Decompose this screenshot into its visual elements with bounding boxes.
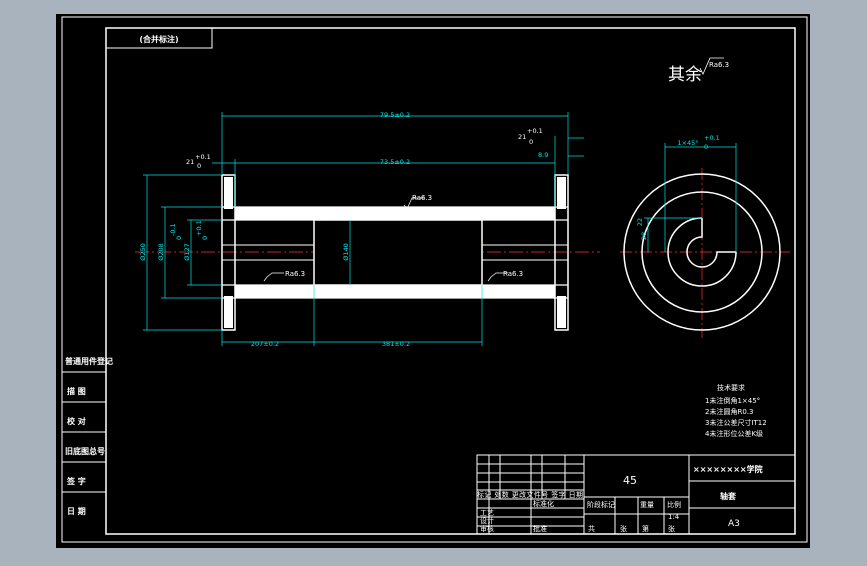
dim-flange-right-tol-upper: +0.1	[527, 127, 543, 135]
stamp-label: 普通用件登记	[65, 356, 113, 366]
tech-item: 3未注公差尺寸IT12	[705, 418, 767, 427]
tech-item: 2未注圆角R0.3	[705, 407, 753, 416]
side-chamfer: 1×45°	[677, 139, 698, 147]
dim-center-diameter: Ø140	[342, 243, 350, 261]
dim-total-length: 79.5±0.2	[380, 111, 410, 119]
outer-border	[61, 16, 808, 543]
tech-item: 4未注形位公差K级	[705, 429, 763, 438]
stamp-label: 校 对	[67, 416, 86, 426]
stamp-label: 签 字	[66, 476, 86, 486]
tech-requirements: 技术要求 1未注倒角1×45° 2未注圆角R0.3 3未注公差尺寸IT12 4未…	[705, 383, 767, 438]
title-bottom-label: 张	[620, 524, 627, 533]
roughness-top-symbol	[403, 197, 424, 210]
stamp-label: 旧底图总号	[65, 446, 105, 456]
side-outer-circle	[623, 173, 781, 331]
side-flange-circle	[641, 191, 763, 313]
center-cavity	[313, 219, 483, 286]
stamp-label: 描 图	[67, 386, 86, 396]
rough-bottom-right: Ra6.3	[503, 270, 523, 278]
roughness-symbol	[699, 57, 724, 75]
dim-left-segment: 207±0.2	[251, 340, 279, 348]
left-flange-section-top	[224, 177, 233, 209]
tech-title: 技术要求	[717, 383, 745, 392]
title-row-label: 审核	[480, 524, 494, 533]
side-chamfer-tol-upper: +0.1	[704, 134, 720, 142]
title-header-row: 标记 处数 更改文件号 签字 日期	[477, 490, 583, 499]
title-scale: 1:4	[668, 513, 680, 521]
rough-top: Ra6.3	[412, 194, 432, 202]
roughness-br-symbol	[487, 272, 508, 282]
stamp-label: 日 期	[67, 506, 86, 516]
title-stage-label: 阶段标记	[587, 500, 615, 509]
corner-tag-box	[105, 27, 213, 49]
top-wall-section	[235, 207, 555, 220]
side-view: 1×45° +0.1 0 22 28	[620, 134, 790, 338]
dim-outer-tol-upper: -0.1	[169, 223, 177, 236]
left-stamp-column: 普通用件登记 描 图 校 对 旧底图总号 签 字 日 期	[62, 356, 113, 516]
dim-flange-diameter: Ø250	[139, 243, 147, 261]
title-mid-label: 标准化	[533, 499, 554, 508]
title-stage-label: 比例	[667, 500, 681, 509]
roughness-bl-symbol	[263, 272, 284, 282]
dim-flange-left-tol-lower: 0	[197, 162, 201, 170]
title-bottom-label: 共	[588, 524, 595, 533]
dim-bore-diameter: Ø127	[183, 243, 191, 261]
title-stage-label: 重量	[640, 501, 654, 509]
title-mid-label: 批准	[533, 524, 547, 533]
title-bottom-label: 张	[668, 524, 675, 533]
bottom-wall-section	[235, 285, 555, 298]
surface-roughness: Ra6.3	[709, 61, 729, 69]
dim-outer-diameter: Ø208	[157, 243, 165, 261]
dim-flange-right-tol-lower: 0	[529, 138, 533, 146]
right-flange-section-bottom	[557, 296, 566, 328]
title-row-label: 设计	[480, 516, 494, 525]
side-keyway-width: 22	[636, 218, 644, 226]
left-flange-section-bottom	[224, 296, 233, 328]
left-flange	[221, 174, 236, 331]
front-view: Ra6.3 Ra6.3 Ra6.3	[135, 111, 600, 348]
title-part-name: 轴套	[720, 491, 737, 501]
front-dimension-lines	[143, 112, 584, 346]
side-chamfer-tol-lower: 0	[704, 143, 708, 151]
dim-inner-length: 73.5±0.2	[380, 158, 410, 166]
title-material: 45	[623, 474, 637, 487]
title-bottom-label: 第	[642, 524, 649, 533]
dim-right-offset: 8.9	[538, 151, 548, 159]
dim-bore-tol-lower: 0	[201, 236, 209, 240]
surface-note: 其余	[668, 65, 702, 85]
inner-frame	[105, 27, 796, 535]
dim-center-segment: 381±0.2	[382, 340, 410, 348]
side-keyway	[686, 218, 736, 268]
dim-bore-tol-upper: +0.1	[195, 220, 203, 236]
title-row-label: 工艺	[480, 509, 494, 517]
side-bore-arc	[667, 217, 737, 287]
corner-tag: (合并标注)	[139, 34, 178, 44]
right-flange	[554, 174, 569, 331]
right-flange-section-top	[557, 177, 566, 209]
title-sheet-size: A3	[728, 519, 740, 529]
dim-flange-left-tol-upper: +0.1	[195, 153, 211, 161]
title-school: ××××××××学院	[693, 464, 763, 474]
tech-item: 1未注倒角1×45°	[705, 396, 760, 405]
side-keyway-depth: 28	[640, 232, 648, 240]
dim-flange-right: 21	[518, 133, 526, 141]
dim-outer-tol-lower: 0	[175, 236, 183, 240]
title-block: 标记 处数 更改文件号 签字 日期 设计 审核 工艺 标准化 批准 45 阶段标…	[476, 454, 796, 535]
rough-bottom-left: Ra6.3	[285, 270, 305, 278]
dim-flange-left: 21	[186, 158, 194, 166]
